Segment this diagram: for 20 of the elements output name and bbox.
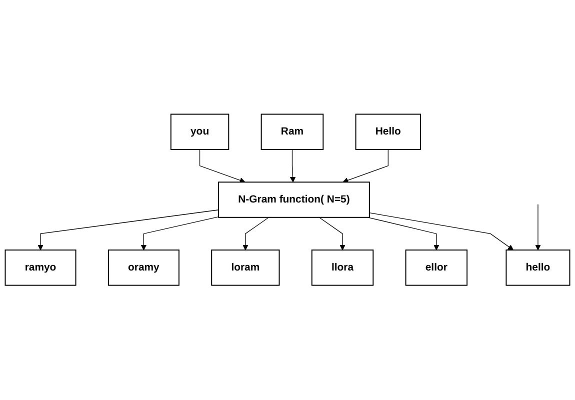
arrow: [535, 204, 541, 251]
node-box: hello: [506, 250, 570, 286]
node-box: loram: [211, 250, 280, 286]
node-box: Ram: [260, 114, 324, 150]
node-box: N-Gram function( N=5): [218, 182, 370, 218]
node-box: ellor: [405, 250, 468, 286]
node-box: llora: [311, 250, 374, 286]
node-box: Hello: [355, 114, 421, 150]
node-box: oramy: [108, 250, 180, 286]
arrow: [38, 210, 219, 251]
arrow: [342, 149, 388, 184]
arrow: [318, 217, 346, 251]
arrow: [290, 149, 296, 183]
arrow: [199, 149, 246, 184]
arrow: [368, 217, 440, 251]
arrow: [242, 217, 270, 251]
node-box: ramyo: [4, 250, 76, 286]
arrow: [140, 216, 219, 251]
arrow: [369, 212, 514, 251]
node-box: you: [170, 114, 230, 150]
